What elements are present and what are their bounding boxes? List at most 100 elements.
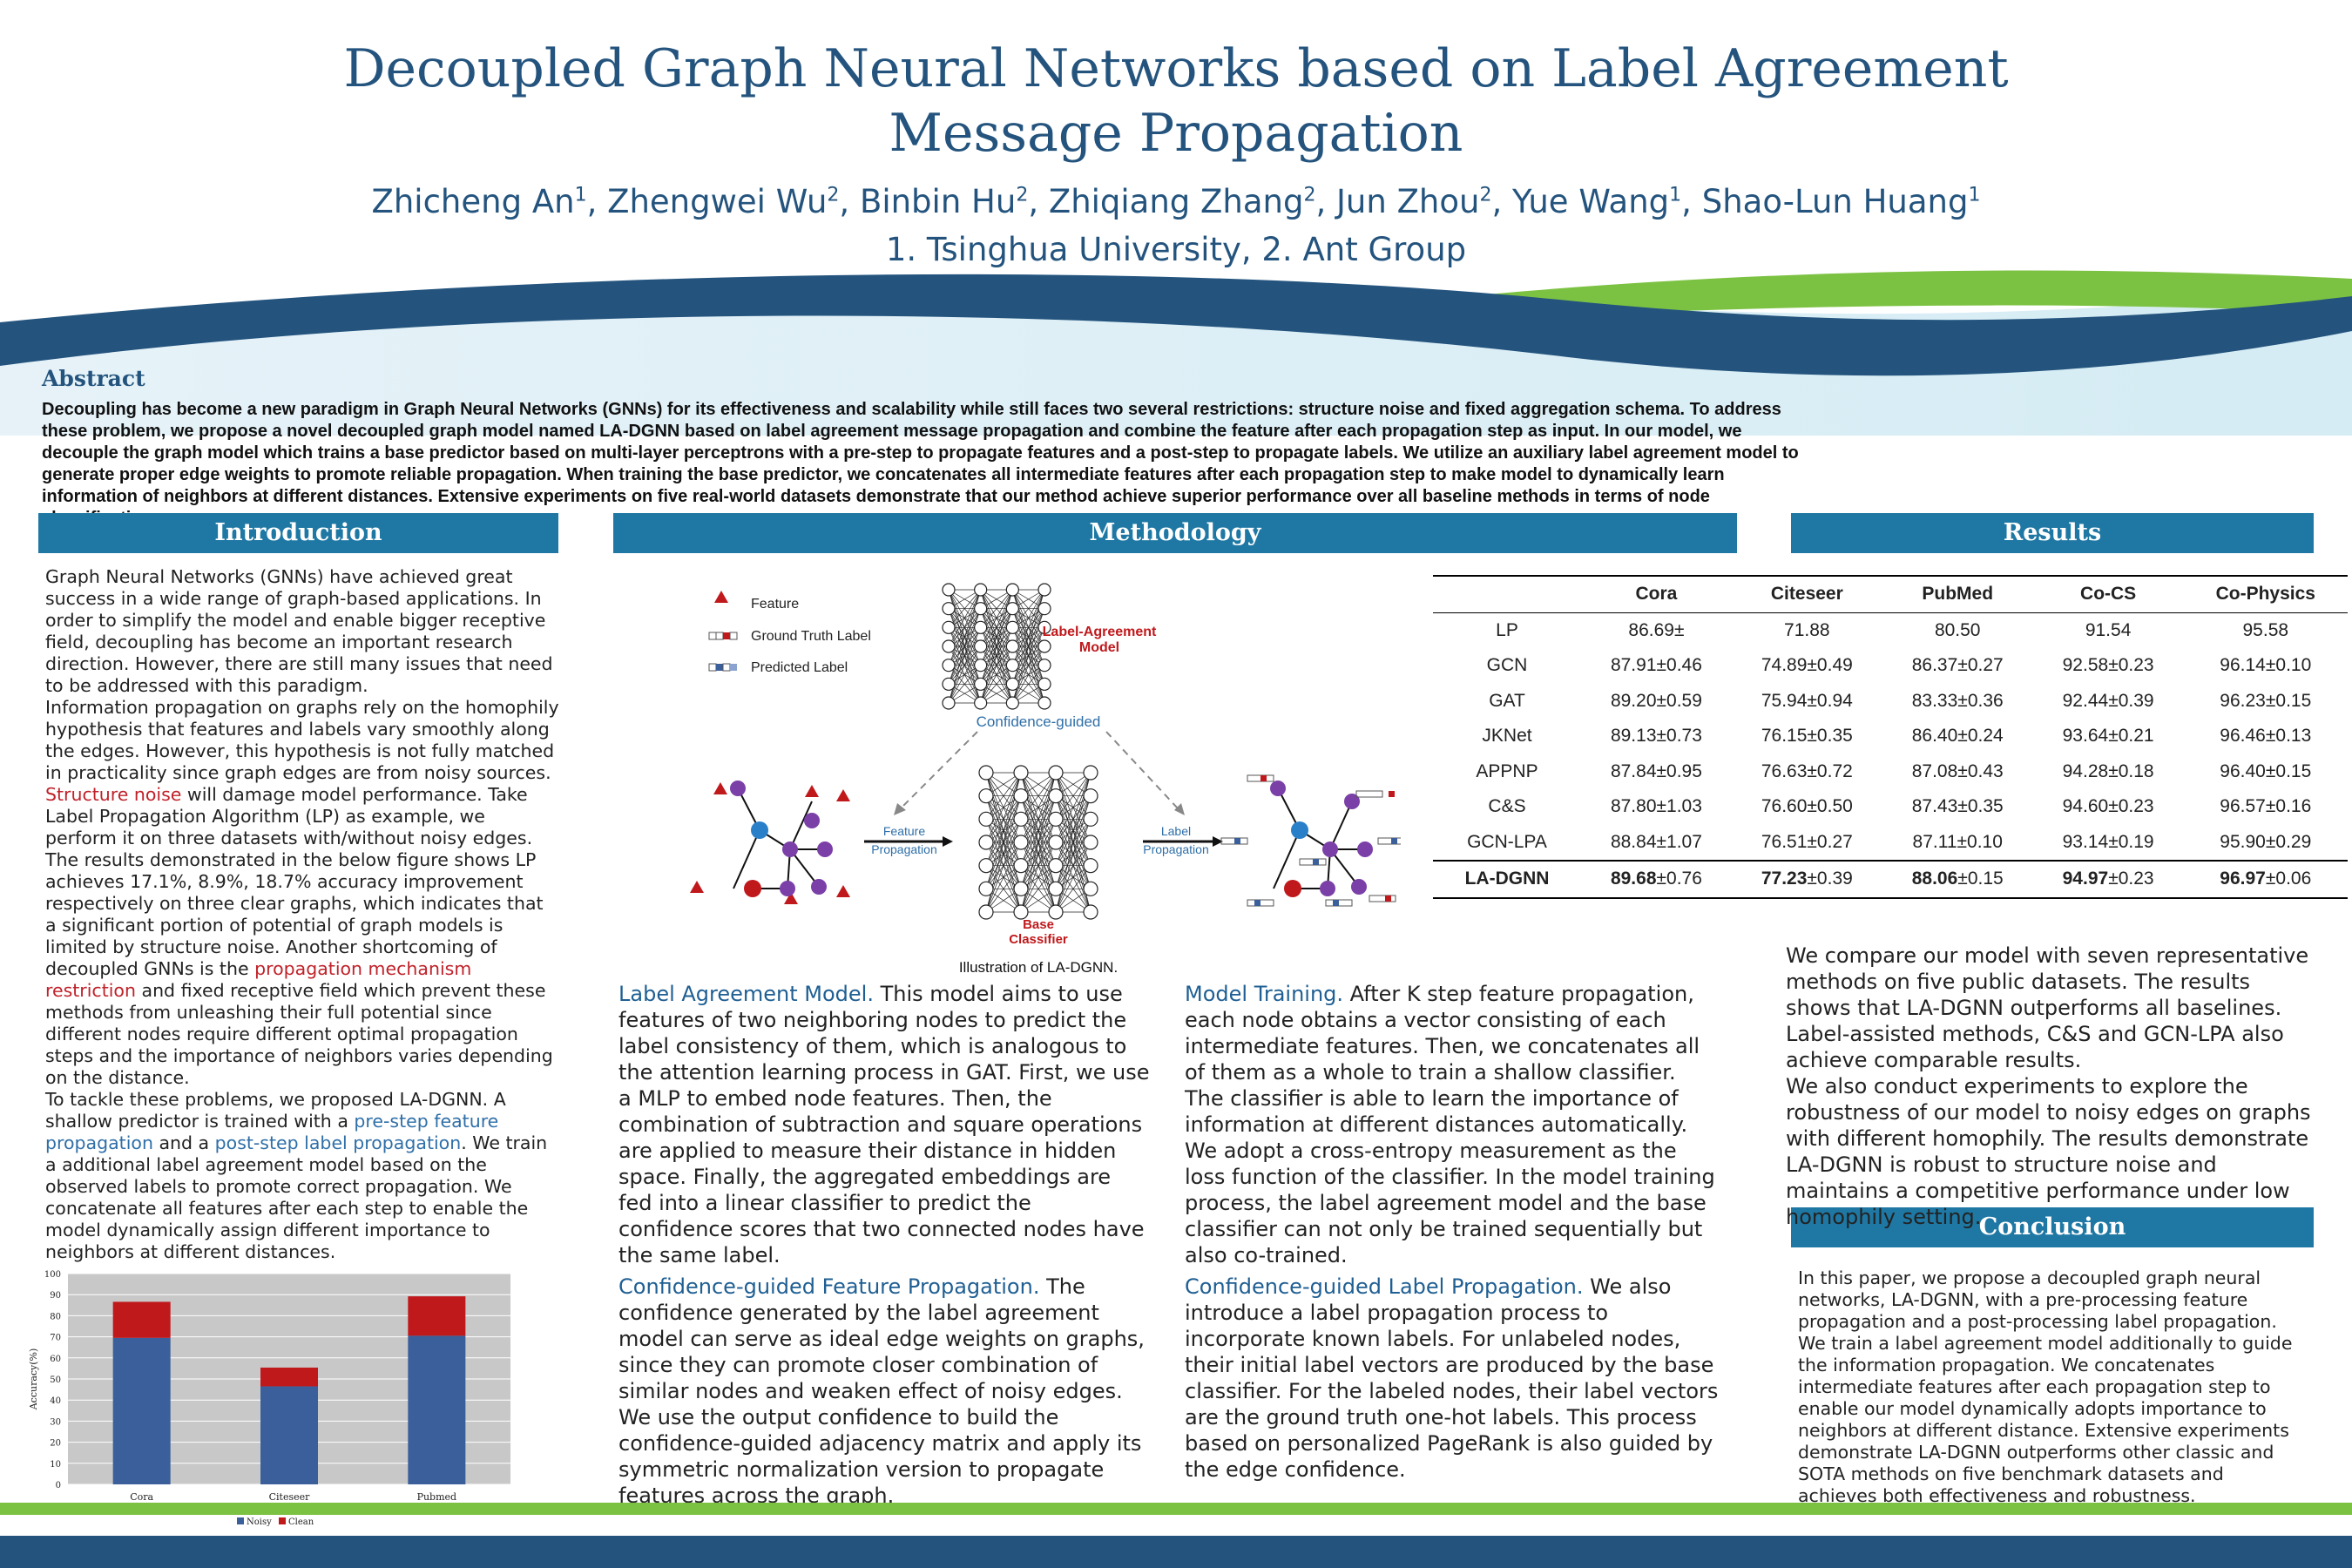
- result-mean: 74.89: [1761, 655, 1808, 676]
- method-name-cell: APPNP: [1476, 760, 1538, 781]
- poster-title: Decoupled Graph Neural Networks based on…: [0, 37, 2352, 166]
- author-name: Shao-Lun Huang: [1701, 183, 1969, 220]
- intro-paragraph-3a: To tackle these problems, we proposed LA…: [45, 1089, 506, 1132]
- result-mean: 89.20: [1610, 690, 1657, 711]
- result-cell: 87.84±0.95: [1581, 754, 1732, 790]
- result-cell: 93.64±0.21: [2033, 719, 2184, 754]
- legend-feature-label: Feature: [751, 597, 799, 612]
- result-std: ±0.50: [1807, 796, 1853, 817]
- result-cell: 94.60±0.23: [2033, 789, 2184, 825]
- result-mean: 76.51: [1761, 831, 1808, 852]
- abstract-heading: Abstract: [42, 366, 145, 391]
- header-wave-decoration: [0, 270, 2352, 436]
- result-mean: 87.84: [1610, 760, 1657, 781]
- method-name-cell: GCN: [1486, 655, 1528, 676]
- result-cell: 89.13±0.73: [1581, 719, 1732, 754]
- methodology-left-column: Label Agreement Model. This model aims t…: [618, 981, 1150, 1514]
- result-cell: 87.08±0.43: [1882, 754, 2033, 790]
- table-header-cell: Citeseer: [1770, 584, 1843, 605]
- results-heading: Results: [1791, 513, 2314, 553]
- result-std: ±0.21: [2108, 726, 2154, 747]
- introduction-text: Graph Neural Networks (GNNs) have achiev…: [45, 566, 559, 1263]
- author-affiliation-mark: 2: [1479, 184, 1492, 206]
- legend-label-noisy: Noisy: [247, 1517, 272, 1527]
- label-agreement-network-icon: [942, 583, 1051, 710]
- result-mean: 93.64: [2062, 726, 2109, 747]
- result-std: ±0.19: [2108, 831, 2154, 852]
- result-std: ±0.59: [1656, 690, 1702, 711]
- result-std: ±0.23: [2108, 796, 2154, 817]
- result-mean: 96.23: [2220, 690, 2266, 711]
- intro-paragraph-2b: will damage model performance. Take Labe…: [45, 784, 544, 979]
- result-cell: 76.63±0.72: [1732, 754, 1882, 790]
- model-training-text: After K step feature propagation, each n…: [1185, 982, 1715, 1267]
- feature-legend-icon: [714, 591, 728, 603]
- result-std: ±0.73: [1656, 726, 1702, 747]
- base-classifier-network-icon: [978, 765, 1098, 920]
- author-affiliation-mark: 1: [1669, 184, 1682, 206]
- result-std: ±0.16: [2265, 796, 2312, 817]
- result-std: ±0.15: [2265, 760, 2312, 781]
- y-tick-label: 10: [50, 1460, 61, 1470]
- result-cell: 89.20±0.59: [1581, 684, 1732, 720]
- feature-propagation-arrowhead: [943, 836, 953, 847]
- methodology-heading: Methodology: [613, 513, 1737, 553]
- result-mean: 75.94: [1761, 690, 1808, 711]
- la-dgnn-illustration: Feature Ground Truth Label Predicted Lab…: [681, 566, 1401, 976]
- confidence-arrow-left-head: [894, 803, 906, 815]
- result-cell: 77.23±0.39: [1732, 861, 1882, 898]
- author-name: Yue Wang: [1512, 183, 1670, 220]
- author-name: Zhengwei Wu: [607, 183, 828, 220]
- y-tick-label: 80: [50, 1312, 61, 1321]
- y-tick-label: 40: [50, 1396, 61, 1406]
- confidence-guided-label: Confidence-guided: [977, 713, 1101, 730]
- table-header-cell: PubMed: [1922, 584, 1994, 605]
- result-cell: 76.15±0.35: [1732, 719, 1882, 754]
- model-training-title: Model Training.: [1185, 982, 1344, 1006]
- result-cell: 96.14±0.10: [2184, 648, 2348, 684]
- result-mean: 76.60: [1761, 796, 1808, 817]
- x-tick-label: Cora: [130, 1491, 153, 1503]
- result-mean: 96.40: [2220, 760, 2266, 781]
- bar-noisy-cora: [112, 1337, 171, 1484]
- la-model-text: This model aims to use features of two n…: [618, 982, 1150, 1267]
- result-mean: 96.46: [2220, 726, 2266, 747]
- result-cell: 71.88: [1732, 612, 1882, 648]
- result-mean: 87.91: [1610, 655, 1657, 676]
- la-model-label-2: Model: [1079, 640, 1119, 655]
- methodology-right-column: Model Training. After K step feature pro…: [1185, 981, 1720, 1488]
- method-name-cell: LA-DGNN: [1464, 868, 1550, 889]
- results-text: We compare our model with seven represen…: [1786, 943, 2317, 1230]
- feature-propagation-label-1: Feature: [883, 824, 925, 838]
- result-mean: 96.14: [2220, 655, 2266, 676]
- result-mean: 76.15: [1761, 726, 1808, 747]
- result-mean: 91.54: [2085, 619, 2132, 640]
- result-std: ±0.15: [1957, 868, 2004, 889]
- result-std: ±0.24: [1957, 726, 2004, 747]
- result-mean: 92.58: [2062, 655, 2109, 676]
- method-name-cell: C&S: [1488, 796, 1526, 817]
- result-mean: 87.08: [1911, 760, 1958, 781]
- result-cell: 76.51±0.27: [1732, 825, 1882, 862]
- intro-highlight-post-step: post-step label propagation: [214, 1132, 462, 1153]
- result-cell: 93.14±0.19: [2033, 825, 2184, 862]
- author-name: Zhicheng An: [371, 183, 575, 220]
- y-tick-label: 30: [50, 1417, 61, 1427]
- result-cell: 74.89±0.49: [1732, 648, 1882, 684]
- result-cell: 86.69±: [1581, 612, 1732, 648]
- result-mean: 95.58: [2242, 619, 2289, 640]
- result-std: ±0.39: [1807, 868, 1853, 889]
- result-cell: 87.11±0.10: [1882, 825, 2033, 862]
- bar-clean-citeseer: [260, 1367, 318, 1387]
- table-header-cell: [1433, 576, 1581, 612]
- result-mean: 96.57: [2220, 796, 2266, 817]
- y-axis-label: Accuracy(%): [28, 1348, 39, 1411]
- result-std: ±0.95: [1656, 760, 1702, 781]
- intro-paragraph-2a: Information propagation on graphs rely o…: [45, 697, 559, 783]
- result-cell: 80.50: [1882, 612, 2033, 648]
- result-std: ±0.23: [2108, 655, 2154, 676]
- author-name: Jun Zhou: [1336, 183, 1480, 220]
